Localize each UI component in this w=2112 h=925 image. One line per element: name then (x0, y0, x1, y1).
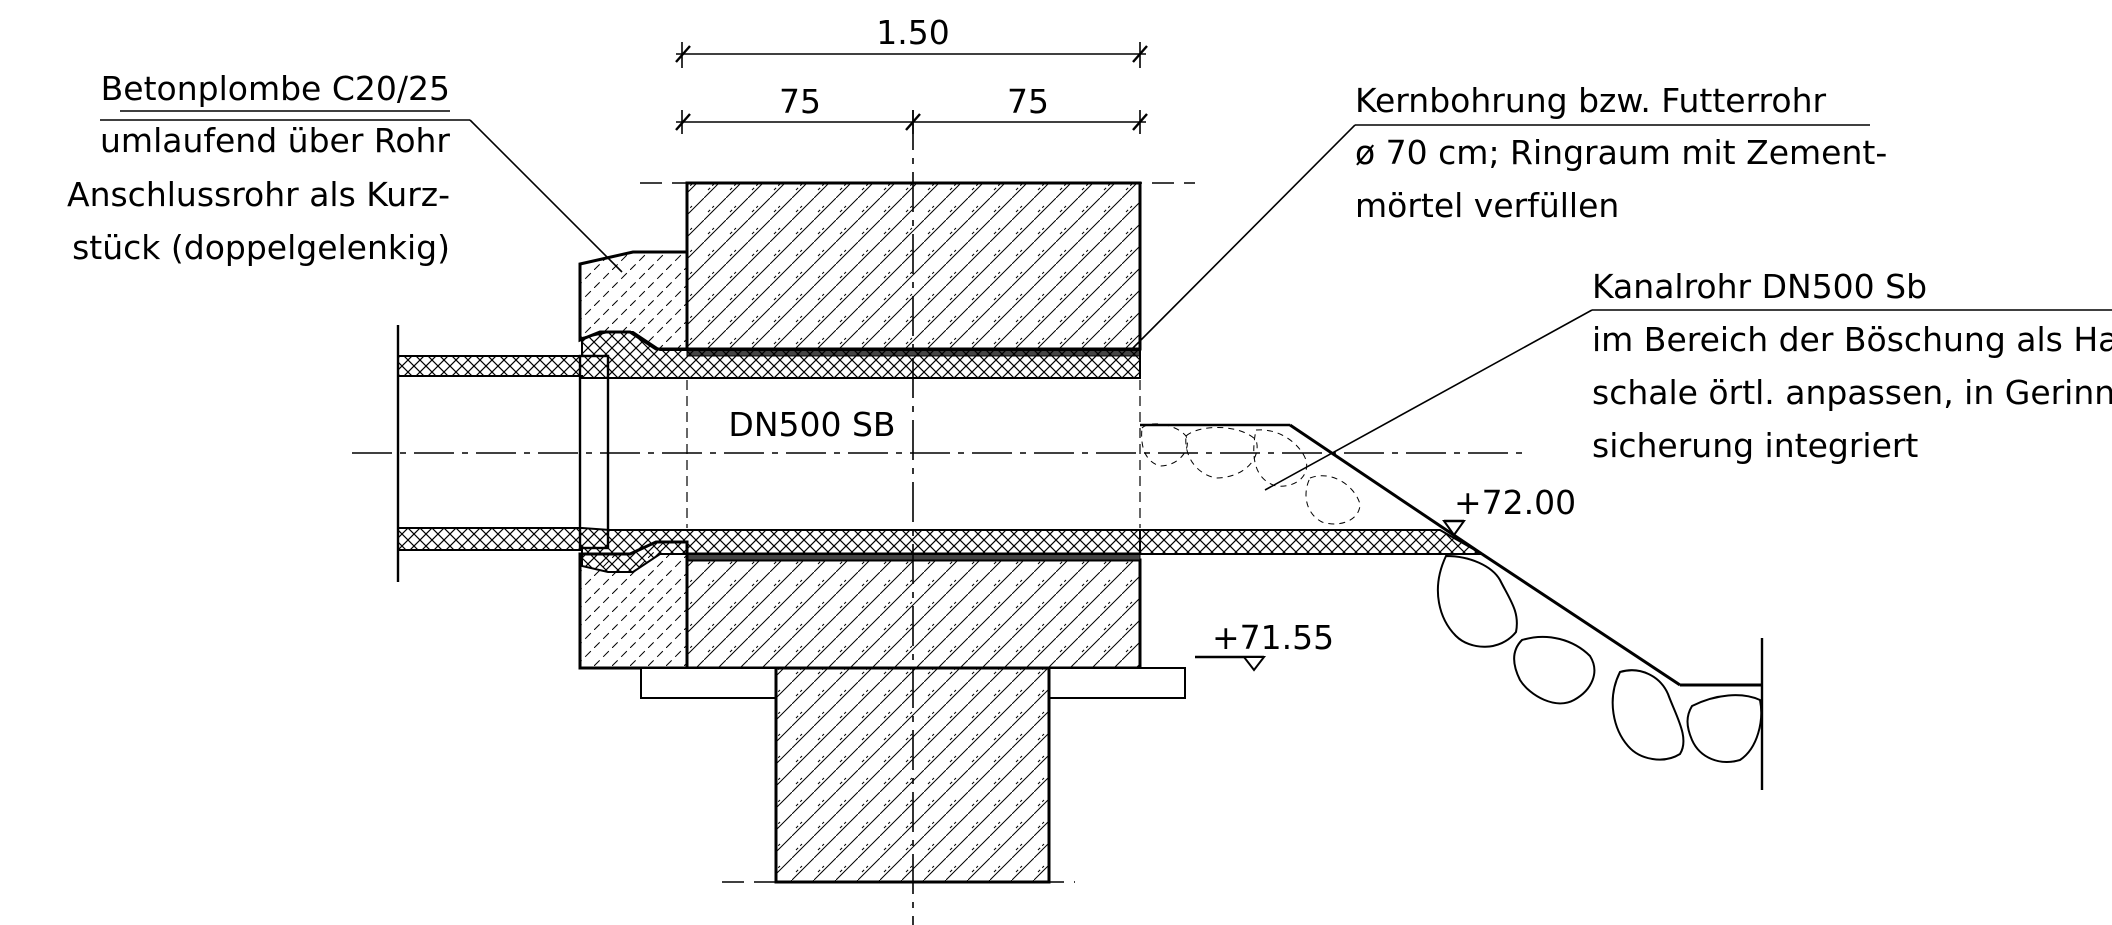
pipe-socket (578, 354, 610, 550)
dimension-right-label: 75 (1007, 82, 1049, 121)
pipe-wall-upper (397, 331, 1141, 379)
betonplombe-line-1: Betonplombe C20/25 (101, 69, 450, 108)
kernbohrung-line-3: mörtel verfüllen (1355, 186, 1619, 225)
level-marker-lower: +71.55 (1195, 618, 1334, 672)
kernbohrung-line-2: ø 70 cm; Ringraum mit Zement- (1355, 133, 1887, 172)
dimension-total-label: 1.50 (876, 13, 949, 52)
betonplombe-line-4: stück (doppelgelenkig) (72, 228, 450, 267)
level-upper-label: +72.00 (1454, 483, 1576, 522)
pipe-label: DN500 SB (728, 405, 895, 444)
kanalrohr-line-2: im Bereich der Böschung als Halb- (1592, 320, 2112, 359)
dimension-total: 1.50 (675, 13, 1148, 68)
dimension-halves: 75 75 (675, 82, 1148, 134)
annotation-betonplombe: Betonplombe C20/25 umlaufend über Rohr A… (67, 69, 623, 273)
betonplombe-line-2: umlaufend über Rohr (100, 121, 450, 160)
kanalrohr-line-1: Kanalrohr DN500 Sb (1592, 267, 1927, 306)
annotation-kernbohrung: Kernbohrung bzw. Futterrohr ø 70 cm; Rin… (1129, 81, 1887, 352)
pipe-wall-slope (1139, 529, 1486, 555)
pipe-wall-lower (397, 527, 1141, 573)
dimension-left-label: 75 (779, 82, 821, 121)
level-marker-upper: +72.00 (1442, 483, 1576, 537)
embankment (1140, 423, 1764, 790)
kanalrohr-line-3: schale örtl. anpassen, in Gerinne- (1592, 373, 2112, 412)
level-lower-label: +71.55 (1212, 618, 1334, 657)
kernbohrung-line-1: Kernbohrung bzw. Futterrohr (1355, 81, 1827, 120)
annotation-kanalrohr: Kanalrohr DN500 Sb im Bereich der Böschu… (1264, 267, 2112, 491)
kanalrohr-line-4: sicherung integriert (1592, 426, 1918, 465)
betonplombe-line-3: Anschlussrohr als Kurz- (67, 175, 450, 214)
foundation-plate-right (1048, 667, 1186, 699)
foundation-plate-left (640, 667, 777, 699)
